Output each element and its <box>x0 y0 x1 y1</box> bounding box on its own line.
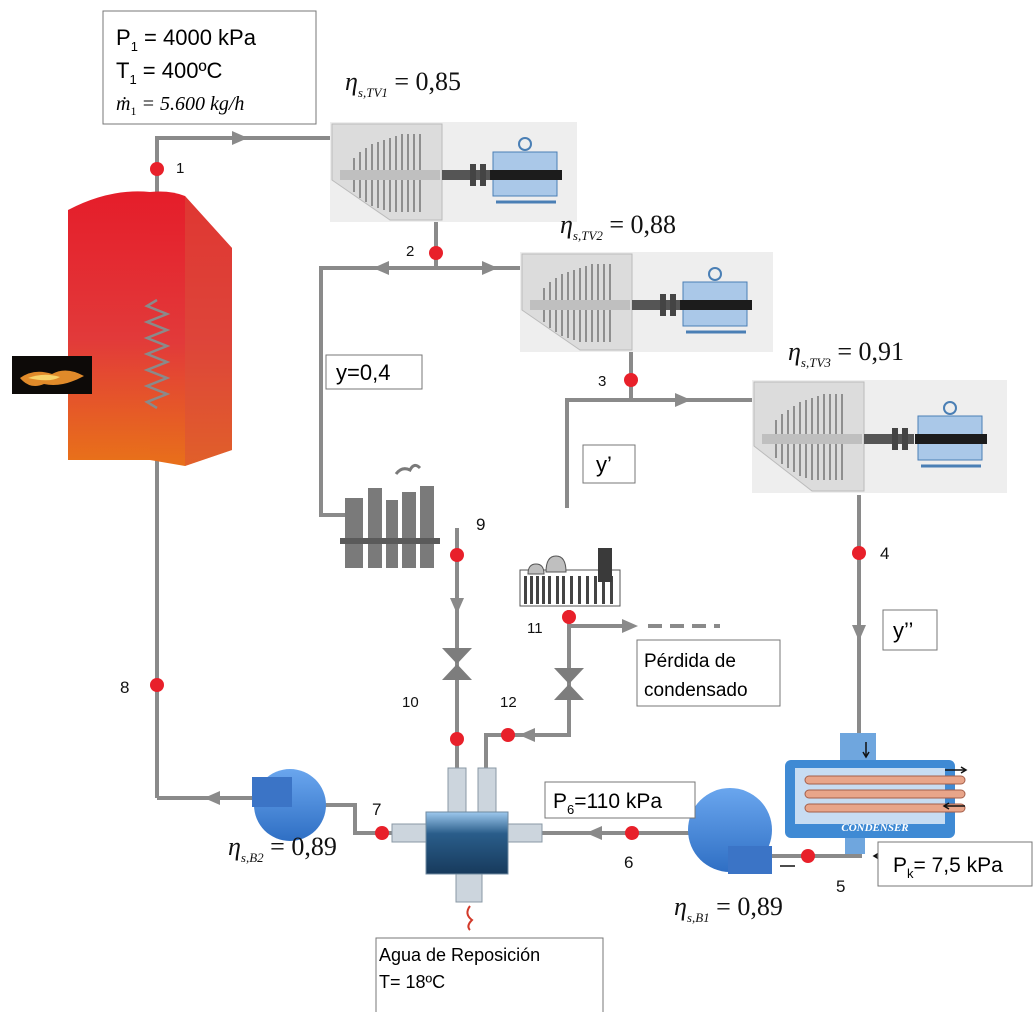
state-point-labels: 1 2 3 4 5 6 7 8 9 10 11 12 <box>120 160 889 896</box>
state1-conditions-box: P1 = 4000 kPa T1 = 400ºC ṁ1 = 5.600 kg/h <box>102 10 317 125</box>
expansion-valve-12 <box>554 668 584 700</box>
state-point-7 <box>375 826 389 840</box>
state-point-3 <box>624 373 638 387</box>
state-label-6: 6 <box>624 853 633 872</box>
svg-text:y=0,4: y=0,4 <box>336 360 390 385</box>
arrow-right-loss <box>622 619 638 633</box>
arrow-right-3 <box>675 393 691 407</box>
p6-box: P6=110 kPa <box>544 781 696 819</box>
pump-b1-icon <box>688 788 772 874</box>
industrial-plant-icon <box>519 548 621 607</box>
pipe-2-to-process <box>319 266 436 517</box>
pipe-8-to-1-to-tv1 <box>155 136 333 798</box>
state-point-5 <box>801 849 815 863</box>
arrow-down-4 <box>852 625 866 641</box>
boiler <box>12 191 232 466</box>
t1-label: T1 = 400ºC <box>116 58 223 87</box>
expansion-valve-10 <box>442 648 472 680</box>
svg-text:Pk= 7,5 kPa: Pk= 7,5 kPa <box>893 854 1003 881</box>
state-point-10 <box>450 732 464 746</box>
burner-flame-icon <box>12 356 92 394</box>
svg-text:y’’: y’’ <box>893 618 913 643</box>
svg-text:condensado: condensado <box>644 680 748 701</box>
state-label-12: 12 <box>500 694 517 711</box>
state-label-7: 7 <box>372 800 381 819</box>
state-label-4: 4 <box>880 544 889 563</box>
state-point-12 <box>501 728 515 742</box>
mixing-tank <box>391 767 543 931</box>
fraction-y-prime-box: y’ <box>582 444 636 484</box>
state-label-11: 11 <box>527 620 543 637</box>
state-label-3: 3 <box>598 373 606 390</box>
state-point-8 <box>150 678 164 692</box>
condenser-label: CONDENSER <box>841 822 908 834</box>
state-label-1: 1 <box>176 160 184 177</box>
state-points <box>150 162 866 863</box>
efficiency-labels: ηs,TV1 = 0,85 ηs,TV2 = 0,88 ηs,TV3 = 0,9… <box>228 67 904 925</box>
state-point-2 <box>429 246 443 260</box>
arrow-down-9 <box>450 598 464 614</box>
m1-label: ṁ1 = 5.600 kg/h <box>116 93 244 118</box>
svg-text:P6=110 kPa: P6=110 kPa <box>553 790 662 817</box>
arrow-left-6 <box>586 826 602 840</box>
pump-b2-icon <box>252 769 326 841</box>
condensate-loss-box: Pérdida de condensado <box>636 639 781 707</box>
svg-text:T= 18ºC: T= 18ºC <box>379 972 445 992</box>
arrow-right-1 <box>232 131 248 145</box>
fraction-y-double-prime-box: y’’ <box>882 609 938 651</box>
flow-arrows <box>204 131 866 840</box>
state-point-9 <box>450 548 464 562</box>
makeup-water-box: Agua de Reposición T= 18ºC <box>375 937 604 1012</box>
turbine-tv2 <box>520 252 773 352</box>
state-point-1 <box>150 162 164 176</box>
p1-label: P1 = 4000 kPa <box>116 25 257 54</box>
boiler-coil <box>143 298 171 410</box>
turbine-tv3 <box>752 380 1007 493</box>
eta-tv2: ηs,TV2 = 0,88 <box>560 210 676 243</box>
arrow-right-2 <box>482 261 498 275</box>
arrow-left-8 <box>204 791 220 805</box>
pipes <box>155 136 862 858</box>
fraction-y-box: y=0,4 <box>325 354 423 390</box>
eta-tv1: ηs,TV1 = 0,85 <box>345 67 461 100</box>
eta-b2: ηs,B2 = 0,89 <box>228 832 337 865</box>
pipe-3-to-plant <box>565 398 631 508</box>
svg-text:Pérdida de: Pérdida de <box>644 651 736 672</box>
eta-tv3: ηs,TV3 = 0,91 <box>788 337 904 370</box>
svg-text:Agua de Reposición: Agua de Reposición <box>379 945 540 965</box>
state-label-9: 9 <box>476 515 485 534</box>
pk-box: Pk= 7,5 kPa <box>877 841 1033 887</box>
arrow-left-12 <box>519 728 535 742</box>
state-label-2: 2 <box>406 243 414 260</box>
arrow-left-2 <box>373 261 389 275</box>
state-label-5: 5 <box>836 877 845 896</box>
condenser-icon: CONDENSER <box>780 733 968 867</box>
state-label-8: 8 <box>120 678 129 697</box>
turbine-tv1 <box>330 122 577 222</box>
state-point-11 <box>562 610 576 624</box>
state-point-4 <box>852 546 866 560</box>
pipe-11-to-loss <box>567 610 630 628</box>
state-label-10: 10 <box>402 694 419 711</box>
eta-b1: ηs,B1 = 0,89 <box>674 892 783 925</box>
svg-text:y’: y’ <box>596 452 612 477</box>
state-point-6 <box>625 826 639 840</box>
process-heater-icon <box>340 463 440 568</box>
